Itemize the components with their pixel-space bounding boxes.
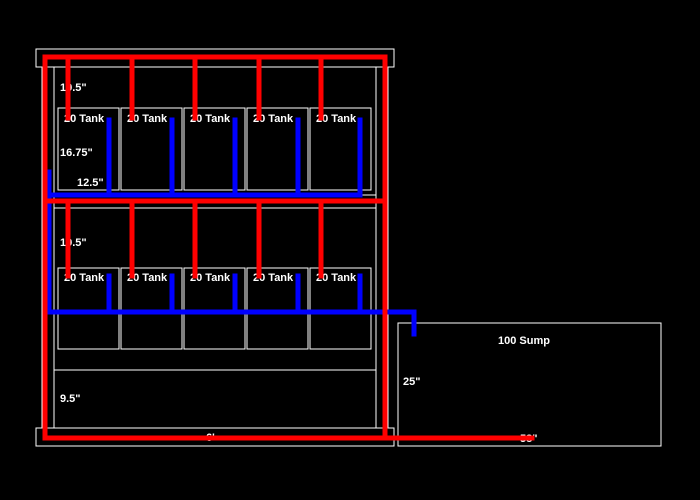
bottom-tank-5 bbox=[309, 267, 372, 350]
tank-height-label: 16.75" bbox=[60, 147, 93, 159]
tank-labels: 20 Tank 20 Tank 20 Tank 20 Tank 20 Tank … bbox=[64, 113, 357, 284]
supply-pipes bbox=[42, 54, 535, 441]
sump-outline bbox=[397, 322, 662, 447]
sump-height-label: 25" bbox=[403, 376, 420, 388]
top-tank-4 bbox=[246, 107, 309, 191]
top-tank-4-label: 20 Tank bbox=[253, 113, 294, 125]
bottom-tank-3-label: 20 Tank bbox=[190, 272, 231, 284]
tank-depth-label: 12.5" bbox=[77, 177, 104, 189]
stand-outline bbox=[35, 48, 395, 447]
stand-left-post bbox=[41, 66, 55, 429]
top-tank-2 bbox=[120, 107, 183, 191]
top-tank-1 bbox=[57, 107, 120, 191]
bottom-tank-4-label: 20 Tank bbox=[253, 272, 294, 284]
top-row-tanks bbox=[57, 107, 372, 191]
stand-right-post bbox=[375, 66, 389, 429]
middle-clearance-label: 10.5" bbox=[60, 237, 87, 249]
bottom-tank-5-label: 20 Tank bbox=[316, 272, 357, 284]
bottom-row-tanks bbox=[57, 267, 372, 350]
top-tank-3 bbox=[183, 107, 246, 191]
top-tank-3-label: 20 Tank bbox=[190, 113, 231, 125]
bottom-tank-2 bbox=[120, 267, 183, 350]
bottom-clearance-label: 9.5" bbox=[60, 393, 81, 405]
top-tank-5-label: 20 Tank bbox=[316, 113, 357, 125]
bottom-tank-1 bbox=[57, 267, 120, 350]
bottom-tank-2-label: 20 Tank bbox=[127, 272, 168, 284]
return-main-line bbox=[46, 169, 417, 337]
bottom-tank-3 bbox=[183, 267, 246, 350]
return-pipes bbox=[46, 117, 417, 337]
sump-name-label: 100 Sump bbox=[498, 335, 550, 347]
bottom-tank-4 bbox=[246, 267, 309, 350]
top-tank-1-label: 20 Tank bbox=[64, 113, 105, 125]
bottom-tank-1-label: 20 Tank bbox=[64, 272, 105, 284]
top-tank-5 bbox=[309, 107, 372, 191]
stand-top-beam bbox=[35, 48, 395, 68]
supply-loop bbox=[42, 54, 388, 441]
top-clearance-label: 10.5" bbox=[60, 82, 87, 94]
top-tank-2-label: 20 Tank bbox=[127, 113, 168, 125]
